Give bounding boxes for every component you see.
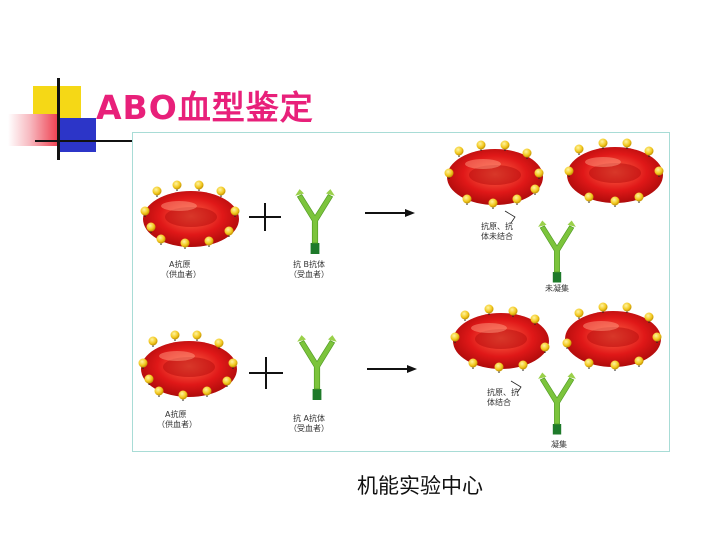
decor-vertical-line [57, 78, 60, 160]
row1-antibody [294, 188, 336, 255]
row1-result-cell-left [444, 140, 544, 210]
row2-result-label: 凝集 [551, 439, 567, 449]
row2-plus-sign [249, 357, 283, 389]
row1-antibody-label: 抗 B抗体 [293, 259, 325, 269]
row2-binding-bracket [510, 380, 522, 394]
row2-result-cell-left [450, 304, 550, 374]
row2-antibody [296, 334, 338, 401]
row1-result-antibody [537, 220, 577, 284]
row1-binding-label: 抗原、抗 [481, 221, 513, 231]
row1-plus-sign [249, 203, 281, 231]
row1-antigen-sub: （供血者） [161, 269, 201, 279]
abo-diagram: 抗原、抗 体未结合 未凝集 A抗原 （供血者） 抗 B抗体 （受血者） [138, 138, 664, 449]
footer-caption: 机能实验中心 [357, 474, 483, 498]
abo-diagram-figure: 抗原、抗 体未结合 未凝集 A抗原 （供血者） 抗 B抗体 （受血者） [132, 132, 670, 452]
row1-result-cell-right [564, 138, 664, 208]
row2-result-antibody [537, 372, 577, 436]
row1-antibody-sub: （受血者） [289, 269, 329, 279]
row2-result-cell-right [562, 302, 662, 372]
slide-title: ABO血型鉴定 [96, 88, 314, 127]
decor-blue-square [60, 118, 96, 152]
row2-antigen-sub: （供血者） [157, 419, 197, 429]
row2-antibody-label: 抗 A抗体 [293, 413, 325, 423]
row1-donor-cell [140, 180, 240, 250]
row2-antigen-label: A抗原 [165, 409, 186, 419]
row2-antibody-sub: （受血者） [289, 423, 329, 433]
row2-binding-label: 抗原、抗 [487, 387, 519, 397]
row1-binding-bracket [504, 210, 516, 224]
row1-antigen-label: A抗原 [169, 259, 190, 269]
row2-binding-label-2: 体结合 [487, 397, 511, 407]
row1-binding-label-2: 体未结合 [481, 231, 513, 241]
row2-donor-cell [138, 330, 238, 402]
row2-arrow [367, 365, 417, 373]
row1-arrow [365, 209, 415, 217]
decor-horizontal-line [35, 140, 135, 142]
row1-result-label: 未凝集 [545, 283, 569, 293]
